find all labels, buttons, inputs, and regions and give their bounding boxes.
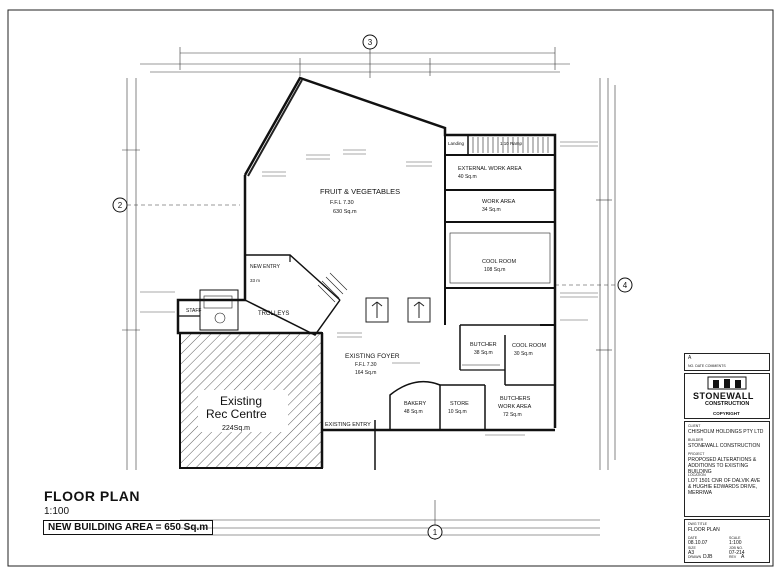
builder-name: STONEWALL CONSTRUCTION [688,443,761,449]
drawn-value: DJB [703,554,713,560]
fixture-units [203,232,551,366]
butchers-work-area: 72 Sq.m [503,412,522,418]
rec-centre-name-1: Existing [220,394,262,408]
foyer-ffl: F.F.L 7.30 [355,362,377,368]
location-line-2: & HUGHIE EDWARDS DRIVE, [688,484,757,490]
location-line-3: MERRIWA [688,490,712,496]
new-entry-area: 33 m [250,278,260,283]
grid-marker-4: 4 [555,277,633,293]
size-value: A3 [688,550,695,556]
rev-label: REV [729,555,737,559]
company-name-2: CONSTRUCTION [705,401,750,407]
rec-centre-area [179,332,323,469]
drawing-title: FLOOR PLAN [44,488,140,504]
staff-name: STAFF [186,308,201,314]
cool-room-2-name: COOL ROOM [512,343,546,349]
grid-marker-3-label: 3 [368,38,373,47]
new-entry-name: NEW ENTRY [250,264,281,270]
butcher-name: BUTCHER [470,342,497,348]
bakery-name: BAKERY [404,401,427,407]
work-area-name: WORK AREA [482,199,516,205]
ext-work-area: 40 Sq.m [458,174,477,180]
cool-room-2-area: 30 Sq.m [514,351,533,357]
location-label: LOCATION [688,473,706,477]
copyright-label: COPYRIGHT [713,411,740,416]
sheet-border [7,9,774,567]
rec-centre-area-label: 224Sq.m [222,425,250,432]
drawing-scale: 1:100 [44,506,70,517]
company-logo-block: STONEWALL CONSTRUCTION COPYRIGHT [684,373,770,419]
fruit-veg-ffl: F.F.L 7.30 [330,200,354,206]
store-area: 10 Sq.m [448,409,467,415]
company-name-1: STONEWALL [693,391,754,401]
grid-marker-4-label: 4 [623,281,628,290]
foyer-name: EXISTING FOYER [345,353,400,360]
grid-marker-1-label: 1 [433,528,438,537]
fruit-veg-area: 630 Sq.m [333,209,357,215]
foyer-area: 164 Sq.m [355,370,376,376]
project-label: PROJECT [688,452,705,456]
date-label: DATE [688,536,698,540]
revision-columns: NO. DATE COMMENTS [688,364,726,368]
stonewall-logo-icon [707,376,747,390]
drawn-label: DRAWN [688,555,702,559]
job-value: 07-214 [729,550,745,556]
date-value: 08.10.07 [688,540,708,546]
builder-label: BUILDER [688,438,704,442]
client-label: CLIENT [688,424,701,428]
rec-centre-name-2: Rec Centre [206,407,267,421]
store-name: STORE [450,401,469,407]
dimension-lines [122,47,616,536]
project-line-2: ADDITIONS TO EXISTING BUILDING [688,463,749,475]
dwg-title-value: FLOOR PLAN [688,527,720,533]
scale-value: 1:100 [729,540,742,546]
new-building-area: NEW BUILDING AREA = 650 Sq.m [43,520,214,535]
existing-entry-name: EXISTING ENTRY [325,422,371,428]
landing-name: Landing [448,141,465,146]
client-name: CHISHOLM HOLDINGS PTY LTD [688,429,764,435]
cool-room-1-name: COOL ROOM [482,259,516,265]
grid-marker-3: 3 [362,34,378,78]
grid-marker-2-label: 2 [118,201,123,210]
rev-value: A [741,554,745,560]
size-label: SIZE [688,546,696,550]
ramp-hatching [247,79,549,303]
ramp-name: 1:10 Ramp [500,141,523,146]
bakery-area: 48 Sq.m [404,409,423,415]
project-line-1: PROPOSED ALTERATIONS & [688,457,757,463]
annotation-notes [140,141,598,436]
revision-table: A NO. DATE COMMENTS [684,353,770,371]
grid-marker-1: 1 [427,500,443,540]
dwg-title-label: DWG TITLE [688,522,707,526]
fruit-veg-name: FRUIT & VEGETABLES [320,187,400,196]
drawing-info-block: DWG TITLE FLOOR PLAN DATE 08.10.07 SCALE… [684,519,770,563]
work-area-area: 34 Sq.m [482,207,501,213]
building-walls [176,76,557,470]
butchers-work-name: WORK AREA [498,404,532,410]
client-details-block: CLIENT CHISHOLM HOLDINGS PTY LTD BUILDER… [684,421,770,517]
room-labels: FRUIT & VEGETABLES F.F.L 7.30 630 Sq.m L… [186,141,546,432]
butcher-area: 38 Sq.m [474,350,493,356]
location-line-1: LOT 1501 CNR OF DALVIK AVE [688,478,761,484]
ext-work-name: EXTERNAL WORK AREA [458,166,522,172]
grid-marker-2: 2 [112,197,240,213]
job-label: JOB No. [729,546,744,550]
revision-header: A [688,355,692,361]
butchers-work-name-1: BUTCHERS [500,396,531,402]
scale-label: SCALE [729,536,741,540]
trolleys-name: TROLLEYS [258,311,289,317]
cool-room-1-area: 108 Sq.m [484,267,505,273]
